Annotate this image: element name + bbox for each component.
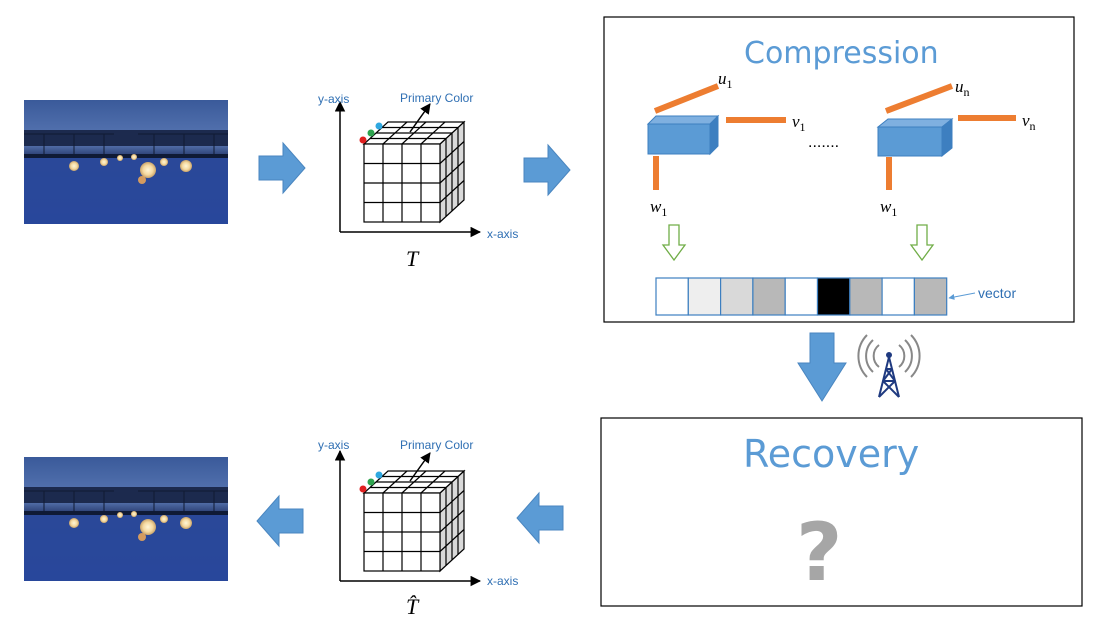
compressed-vector	[655, 277, 948, 316]
factor-block-first	[646, 83, 786, 190]
compression-panel: Compression u1 v1 w1 ....... un vn w1	[603, 16, 1075, 323]
factor-v-first: v1	[792, 112, 806, 134]
cube-y-axis-label: y-axis	[318, 438, 349, 452]
vector-cell	[816, 277, 851, 316]
cube-primary-color-label: Primary Color	[400, 438, 473, 452]
block-arrow-icon	[258, 142, 306, 194]
factor-w-last: w1	[880, 197, 897, 219]
cube-primary-color-label: Primary Color	[400, 91, 473, 105]
cube-y-axis-label: y-axis	[318, 92, 349, 106]
block-arrow-icon	[516, 492, 564, 544]
down-arrow-icon	[661, 224, 687, 262]
factor-u-last: un	[955, 77, 970, 99]
cube-x-axis-label: x-axis	[487, 227, 518, 241]
vector-cell	[784, 277, 819, 316]
vector-cell	[719, 277, 754, 316]
recovery-title: Recovery	[743, 432, 919, 476]
landscape-photo-icon	[23, 99, 229, 225]
tensor-cube-recovered	[340, 451, 480, 581]
tensor-cube-original	[340, 102, 480, 232]
block-arrow-down-icon	[797, 332, 847, 402]
compression-title: Compression	[744, 36, 939, 71]
factor-w-first: w1	[650, 197, 667, 219]
factor-v-last: vn	[1022, 111, 1036, 133]
vector-cell	[881, 277, 915, 316]
vector-cell	[752, 277, 786, 316]
factor-ellipsis: .......	[808, 134, 839, 151]
radio-tower-icon	[857, 334, 921, 398]
vector-cell	[849, 277, 883, 316]
down-arrow-icon	[909, 224, 935, 262]
cube-x-axis-label: x-axis	[487, 574, 518, 588]
recovery-panel: Recovery ?	[600, 417, 1083, 607]
vector-cell	[913, 277, 948, 316]
vector-cell	[687, 277, 722, 316]
tensor-hat-symbol: T̂	[406, 594, 420, 619]
tensor-symbol: T	[406, 246, 420, 271]
vector-label: vector	[978, 285, 1016, 301]
factor-u-first: u1	[718, 69, 733, 91]
block-arrow-icon	[256, 495, 304, 547]
block-arrow-icon	[523, 144, 571, 196]
question-mark-icon: ?	[796, 506, 842, 599]
vector-cell	[655, 277, 689, 316]
factor-block-last	[876, 83, 1016, 190]
landscape-photo-icon	[23, 456, 229, 582]
